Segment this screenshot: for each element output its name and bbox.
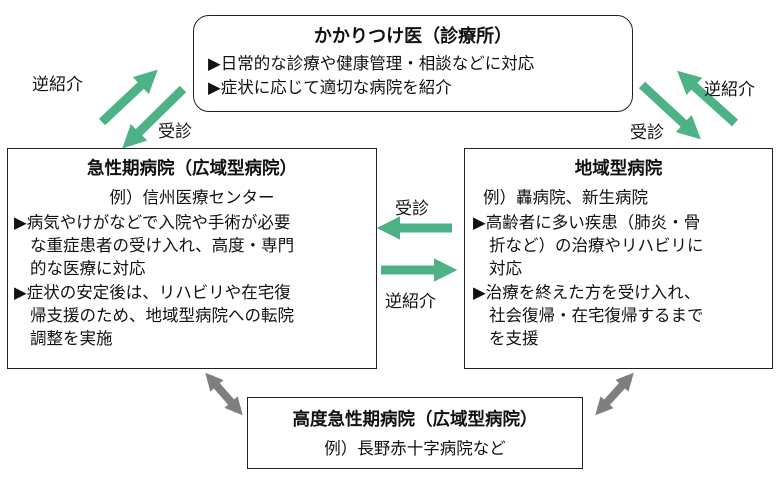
regional-line-3: 対応 [489, 259, 522, 278]
right-reverse-referral-arrow [677, 70, 739, 127]
regional-title: 地域型病院 [574, 159, 663, 179]
right-visit-arrow [638, 81, 701, 140]
clinic-line-2: ▶症状に応じて適切な病院を紹介 [208, 78, 452, 97]
acute-hospital-box: 急性期病院（広域型病院） 例）信州医療センター ▶病気やけがなどで入院や手術が必… [7, 148, 377, 369]
left-visit-arrow [122, 85, 187, 149]
advanced-title: 高度急性期病院（広域型病院） [292, 410, 538, 430]
right-visit-label: 受診 [630, 123, 664, 143]
left-visit-label: 受診 [158, 122, 192, 142]
clinic-box: かかりつけ医（診療所） ▶日常的な診療や健康管理・相談などに対応 ▶症状に応じて… [193, 15, 633, 112]
regional-line-4: ▶治療を終えた方を受け入れ、 [473, 283, 701, 302]
acute-line-3: 的な医療に対応 [30, 259, 146, 278]
left-reverse-referral-arrow [98, 69, 158, 126]
regional-hospital-box: 地域型病院 例）轟病院、新生病院 ▶高齢者に多い疾患（肺炎・骨 折など）の治療や… [464, 148, 773, 369]
regional-example: 例）轟病院、新生病院 [483, 188, 648, 207]
regional-line-1: ▶高齢者に多い疾患（肺炎・骨 [473, 213, 701, 232]
left-gray-double-arrow [205, 372, 243, 416]
acute-example: 例）信州医療センター [109, 188, 275, 207]
right-gray-double-arrow [595, 372, 634, 416]
advanced-example: 例）長野赤十字病院など [324, 439, 506, 458]
regional-line-2: 折など）の治療やリハビリに [489, 236, 704, 255]
acute-line-1: ▶病気やけがなどで入院や手術が必要 [14, 213, 291, 232]
acute-line-5: 帰支援のため、地域型病院への転院 [30, 306, 294, 325]
clinic-line-1: ▶日常的な診療や健康管理・相談などに対応 [208, 54, 535, 73]
regional-line-5: 社会復帰・在宅復帰するまで [489, 306, 704, 325]
mid-visit-label: 受診 [395, 199, 429, 219]
acute-line-4: ▶症状の安定後は、リハビリや在宅復 [14, 283, 291, 302]
acute-line-6: 調整を実施 [30, 329, 113, 348]
left-reverse-referral-label: 逆紹介 [32, 75, 83, 95]
clinic-title: かかりつけ医（診療所） [313, 26, 513, 47]
mid-reverse-referral-label: 逆紹介 [385, 292, 436, 312]
right-reverse-referral-label: 逆紹介 [704, 80, 755, 100]
advanced-hospital-box: 高度急性期病院（広域型病院） 例）長野赤十字病院など [247, 397, 583, 469]
regional-line-6: を支援 [489, 329, 539, 348]
acute-title: 急性期病院（広域型病院） [87, 159, 297, 179]
acute-line-2: な重症患者の受け入れ、高度・専門 [30, 236, 295, 255]
